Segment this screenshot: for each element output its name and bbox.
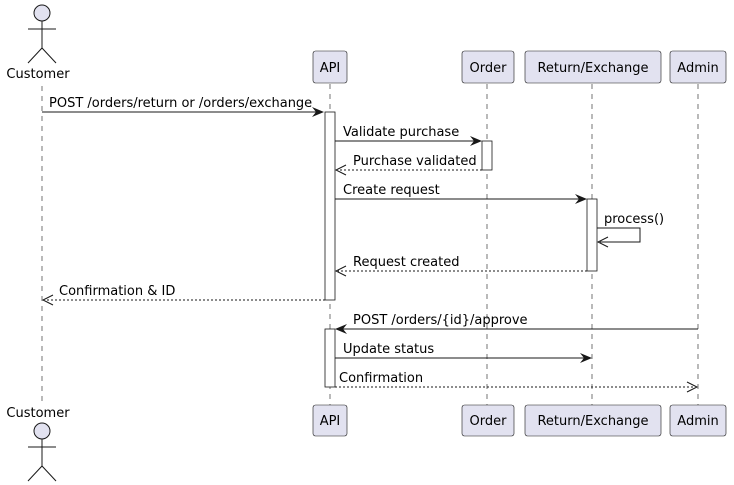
message-1: POST /orders/return or /orders/exchange	[42, 96, 324, 117]
activation-api-1	[324, 111, 336, 301]
participant-label: Return/Exchange	[537, 61, 648, 76]
message-10: Confirmation	[335, 371, 699, 393]
actor-icon	[27, 4, 57, 64]
arrow-head-icon	[334, 164, 347, 176]
message-9: Update status	[335, 342, 592, 363]
message-label: Create request	[343, 183, 440, 198]
message-4: Create request	[335, 183, 587, 204]
arrow-head-icon	[686, 381, 699, 393]
participant-label: Admin	[677, 414, 718, 429]
participant-order-bottom: Order	[461, 404, 515, 437]
activation-api-2	[324, 328, 336, 388]
arrow-head-icon	[596, 236, 609, 248]
message-label: POST /orders/{id}/approve	[353, 313, 528, 328]
participant-admin-top: Admin	[669, 50, 727, 84]
participant-label: API	[320, 414, 341, 429]
participant-label: Customer	[6, 406, 70, 421]
participant-return-exchange-bottom: Return/Exchange	[524, 404, 662, 437]
arrow-head-icon	[580, 353, 592, 363]
participant-label: Admin	[677, 61, 718, 76]
message-2: Validate purchase	[335, 125, 482, 146]
actor-icon	[27, 422, 57, 482]
arrow-head-icon	[312, 107, 324, 117]
message-label: Validate purchase	[343, 125, 459, 140]
participant-label: API	[320, 61, 341, 76]
message-5-self: process()	[596, 212, 664, 248]
arrow-head-icon	[41, 294, 54, 306]
message-label: Confirmation & ID	[59, 284, 175, 299]
arrow-head-icon	[335, 324, 347, 334]
arrow-head-icon	[575, 194, 587, 204]
message-3: Purchase validated	[334, 154, 482, 176]
activation-return-exchange	[586, 198, 598, 272]
participant-return-exchange-top: Return/Exchange	[524, 50, 662, 84]
message-8: POST /orders/{id}/approve	[335, 313, 698, 334]
participant-api-top: API	[312, 50, 348, 84]
message-label: Purchase validated	[353, 154, 477, 169]
activation-order	[481, 140, 493, 171]
message-label: POST /orders/return or /orders/exchange	[49, 96, 312, 111]
participant-label: Customer	[6, 67, 70, 82]
message-6: Request created	[334, 255, 587, 277]
arrow-head-icon	[334, 265, 347, 277]
participant-customer-top: Customer	[6, 4, 70, 82]
message-label: process()	[604, 212, 664, 227]
message-label: Request created	[353, 255, 459, 270]
participant-api-bottom: API	[312, 404, 348, 437]
message-label: Update status	[343, 342, 434, 357]
participant-admin-bottom: Admin	[669, 404, 727, 437]
arrow-head-icon	[470, 136, 482, 146]
participant-order-top: Order	[461, 50, 515, 84]
participant-customer-bottom: Customer	[6, 406, 70, 482]
message-7: Confirmation & ID	[41, 284, 325, 306]
participant-label: Return/Exchange	[537, 414, 648, 429]
message-label: Confirmation	[339, 371, 423, 386]
participant-label: Order	[470, 61, 508, 76]
participant-label: Order	[470, 414, 508, 429]
